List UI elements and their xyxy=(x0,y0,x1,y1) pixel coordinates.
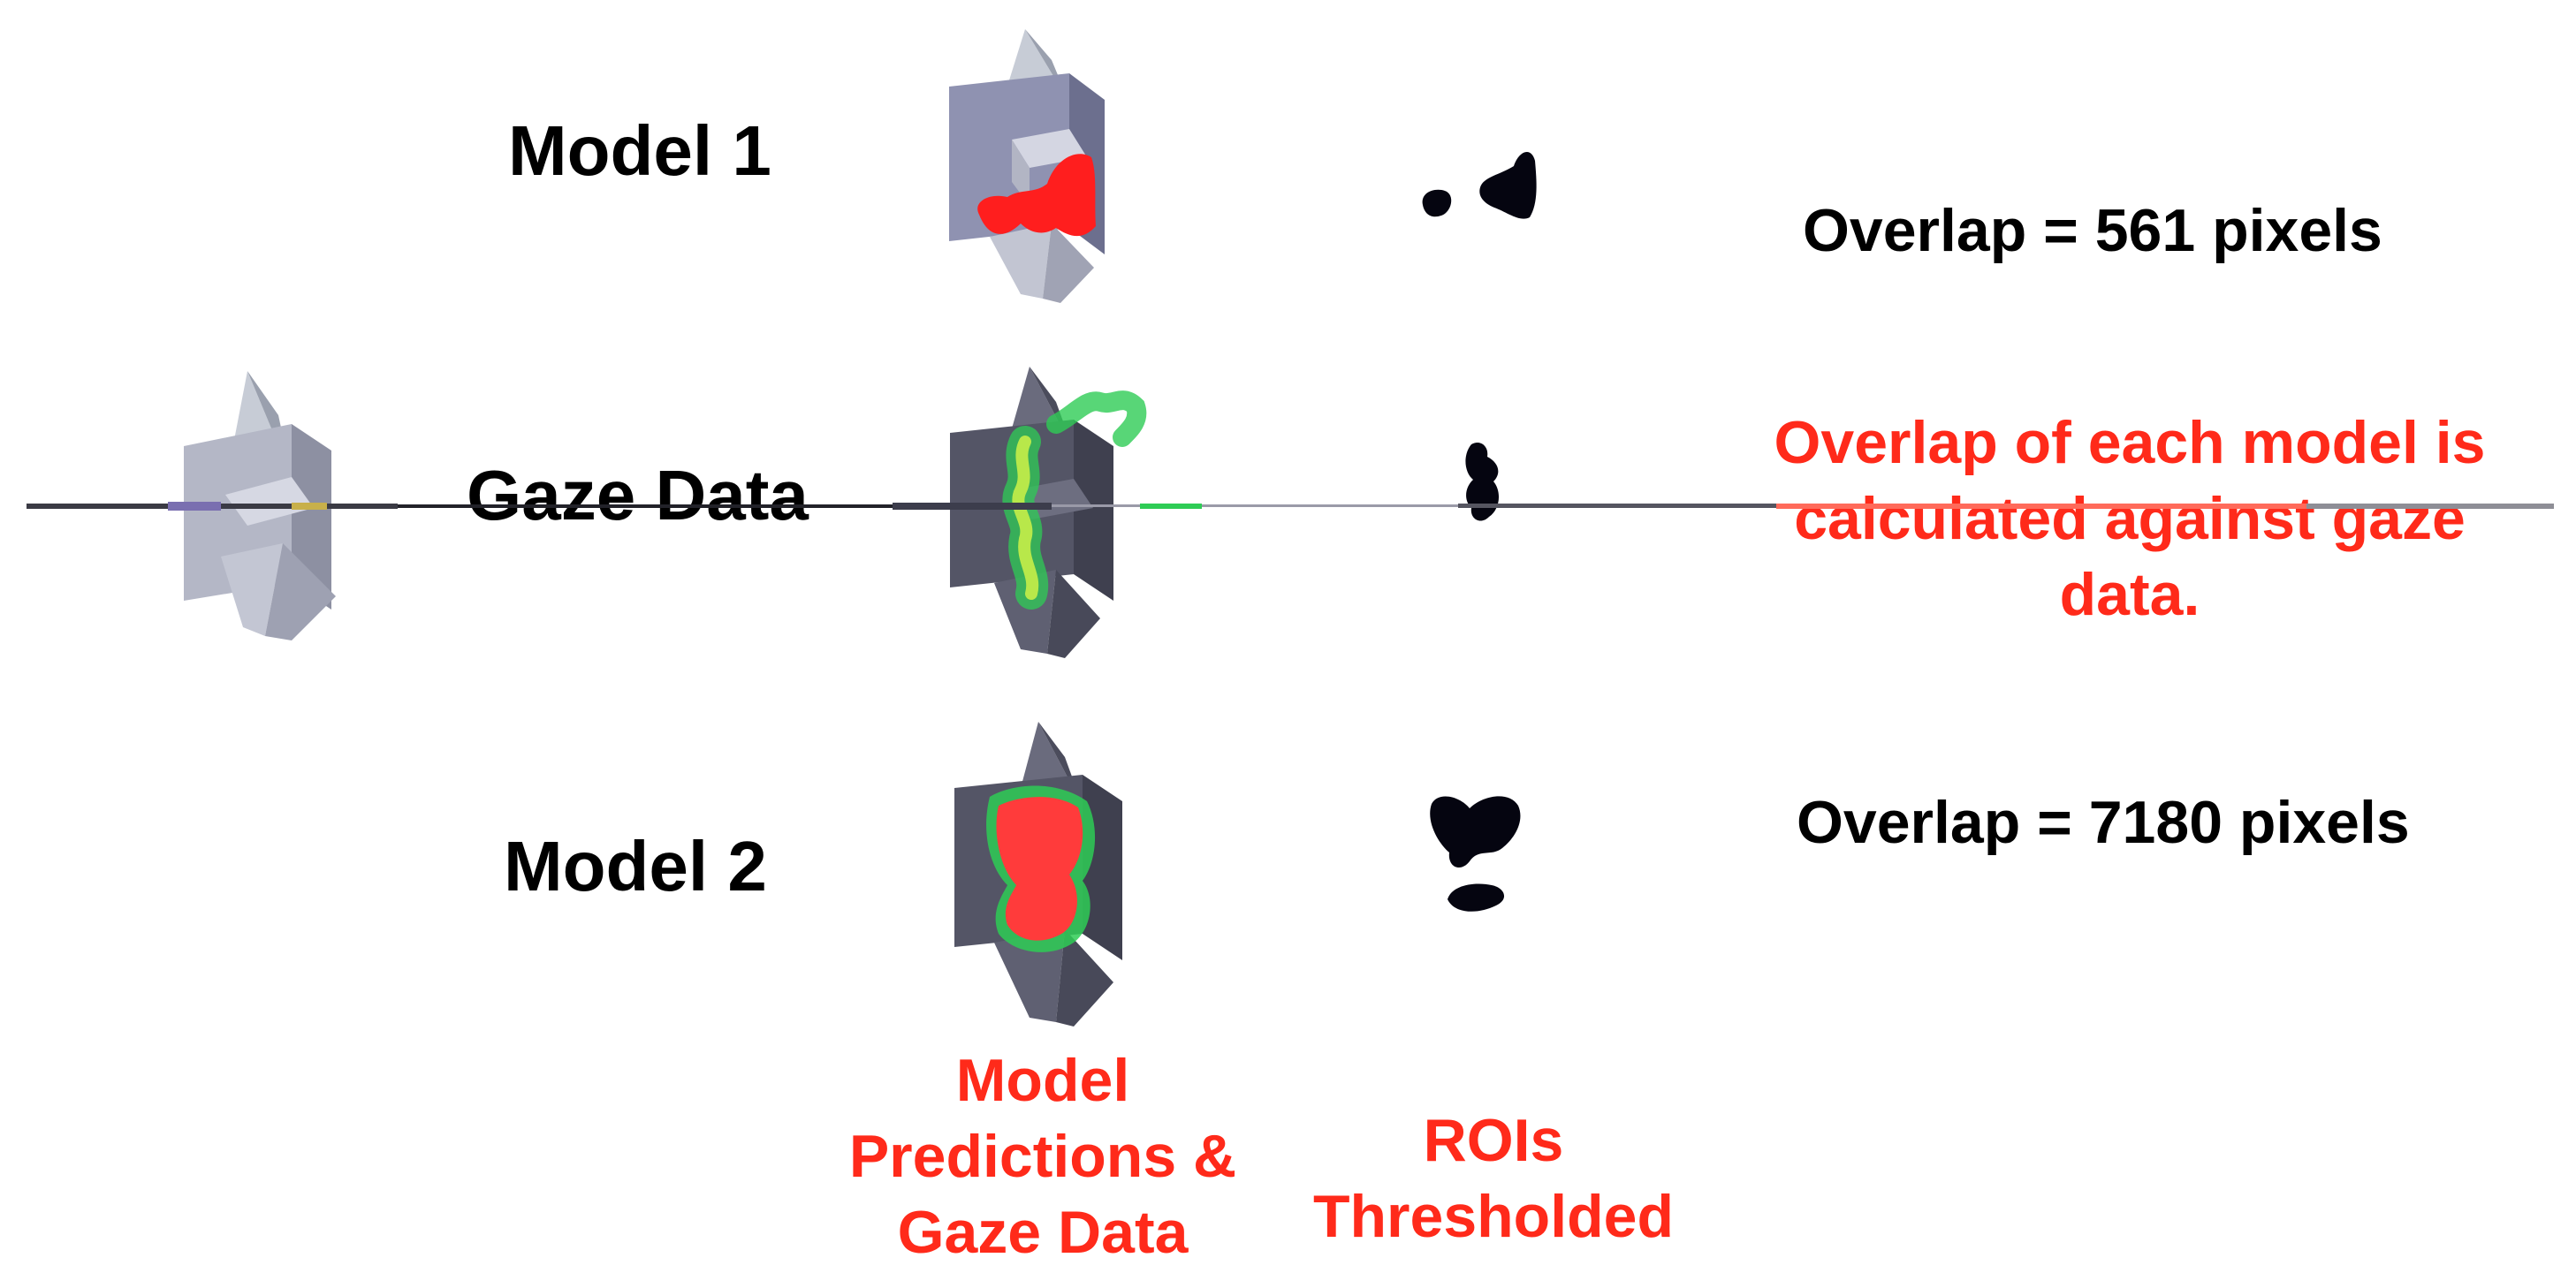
model2-prediction-icon xyxy=(941,717,1153,1035)
roi-model1-icon xyxy=(1418,141,1551,230)
scanline-artifact xyxy=(27,500,2554,512)
row-label-model-1: Model 1 xyxy=(508,111,771,190)
overlap-model-2: Overlap = 7180 pixels xyxy=(1797,789,2410,856)
overlap-note-line-3: data. xyxy=(2059,561,2200,628)
row-label-model-2: Model 2 xyxy=(504,827,767,905)
caption-rois: ROIs Thresholded xyxy=(1273,1102,1714,1254)
caption-predictions: Model Predictions & Gaze Data xyxy=(795,1042,1290,1270)
caption-predictions-line-3: Gaze Data xyxy=(897,1199,1189,1266)
overlap-note: Overlap of each model is calculated agai… xyxy=(1714,405,2545,633)
caption-predictions-line-2: Predictions & xyxy=(848,1123,1237,1190)
caption-rois-line-1: ROIs xyxy=(1423,1107,1564,1174)
roi-gaze-icon xyxy=(1454,437,1516,534)
model1-prediction-icon xyxy=(937,25,1131,307)
caption-predictions-line-1: Model xyxy=(955,1047,1130,1114)
overlap-model-1: Overlap = 561 pixels xyxy=(1803,197,2382,264)
overlap-note-line-2: calculated against gaze xyxy=(1794,485,2466,552)
overlap-note-line-1: Overlap of each model is xyxy=(1774,409,2486,476)
row-label-gaze-data: Gaze Data xyxy=(467,456,809,534)
caption-rois-line-2: Thresholded xyxy=(1312,1183,1675,1250)
gaze-heatmap-icon xyxy=(932,362,1197,663)
roi-model2-icon xyxy=(1421,786,1536,919)
input-object-3d-icon xyxy=(159,362,389,654)
